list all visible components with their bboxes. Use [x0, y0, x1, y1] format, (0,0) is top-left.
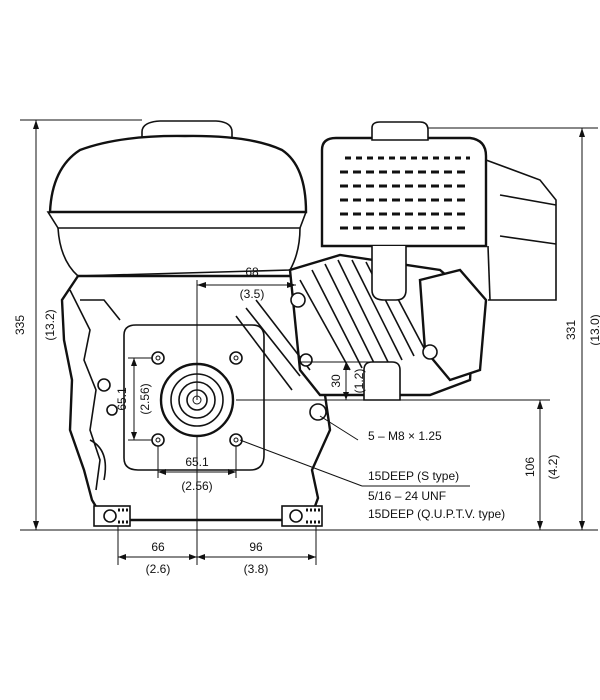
dim-335-in: (13.2) — [43, 309, 57, 340]
dim-335-mm: 335 — [13, 315, 27, 335]
dim-331-mm: 331 — [564, 320, 578, 340]
base-feet — [93, 505, 323, 527]
left-details — [69, 289, 121, 491]
dim-30-in: (1.2) — [352, 369, 366, 394]
engine-body — [46, 120, 557, 527]
dim-66-mm: 66 — [151, 540, 165, 554]
muffler — [320, 121, 557, 301]
dim-68-mm: 68 — [245, 265, 259, 279]
dim-30-mm: 30 — [329, 374, 343, 388]
dim-66-in: (2.6) — [146, 562, 171, 576]
dim-96-in: (3.8) — [244, 562, 269, 576]
thread-note-s-1: 5 – M8 × 1.25 — [368, 429, 442, 443]
dimension-lines: 335 (13.2) 331 (13.0) 106 (4.2) 68 (3.5)… — [13, 119, 600, 576]
dim-106-mm: 106 — [523, 457, 537, 477]
muffler-slots — [340, 156, 470, 230]
dim-106-in: (4.2) — [546, 455, 560, 480]
fuel-tank — [48, 134, 308, 214]
dim-68-in: (3.5) — [240, 287, 265, 301]
thread-note-s-2: 15DEEP (S type) — [368, 469, 459, 483]
thread-note-other-2: 15DEEP (Q.U.P.T.V. type) — [368, 507, 505, 521]
dim-65v-mm: 65.1 — [115, 387, 129, 411]
mounting-flange — [123, 324, 265, 471]
dim-65v-in: (2.56) — [138, 383, 152, 414]
bolt-holes — [151, 351, 243, 447]
dim-96-mm: 96 — [249, 540, 263, 554]
thread-note-other-1: 5/16 – 24 UNF — [368, 489, 446, 503]
dim-331-in: (13.0) — [588, 314, 600, 345]
